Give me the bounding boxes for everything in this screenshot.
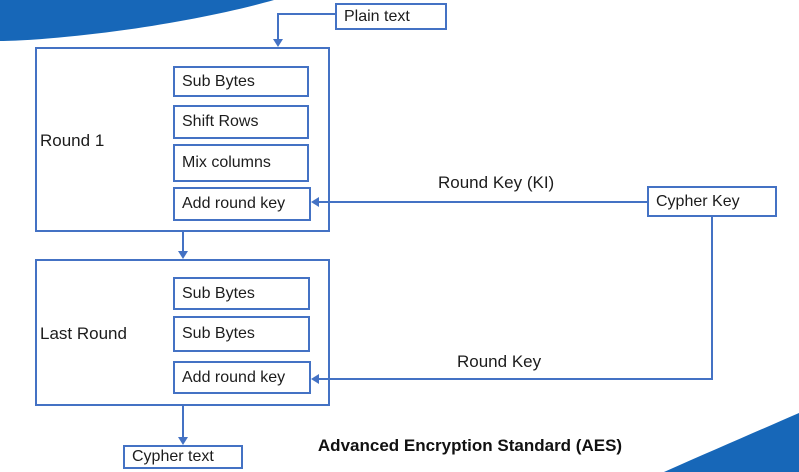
step-label: Sub Bytes xyxy=(182,325,255,342)
round-key-label: Round Key xyxy=(457,352,542,371)
diagram-title: Advanced Encryption Standard (AES) xyxy=(317,436,623,455)
lastround-to-cyphertext-connector xyxy=(182,406,184,438)
lastround-step-sub-bytes-2: Sub Bytes xyxy=(173,316,310,352)
round1-label: Round 1 xyxy=(40,131,105,150)
arrowhead-into-lastround-icon xyxy=(178,251,188,259)
cypher-text-box: Cypher text xyxy=(123,445,243,469)
last-round-label: Last Round xyxy=(40,324,127,343)
step-label: Add round key xyxy=(182,195,286,212)
plain-text-label: Plain text xyxy=(344,7,410,25)
roundkey-connector xyxy=(318,378,713,380)
lastround-step-sub-bytes-1: Sub Bytes xyxy=(173,277,310,310)
last-round-box xyxy=(35,259,330,406)
plain-text-connector-h xyxy=(277,13,335,15)
round1-to-lastround-connector xyxy=(182,232,184,253)
arrowhead-into-cyphertext-icon xyxy=(178,437,188,445)
roundkey-ki-connector xyxy=(318,201,647,203)
plain-text-connector-v xyxy=(277,13,279,40)
step-label: Sub Bytes xyxy=(182,72,255,90)
cypher-key-box: Cypher Key xyxy=(647,186,777,217)
arrowhead-into-round1-icon xyxy=(273,39,283,47)
cypher-key-label: Cypher Key xyxy=(656,192,740,210)
round1-step-sub-bytes: Sub Bytes xyxy=(173,66,309,97)
round-key-ki-label: Round Key (KI) xyxy=(438,173,555,192)
lastround-step-add-round-key: Add round key xyxy=(173,361,311,394)
step-label: Add round key xyxy=(182,368,286,386)
arrowhead-into-round1-addkey-icon xyxy=(311,197,319,207)
round1-step-shift-rows: Shift Rows xyxy=(173,105,309,139)
wave-bottom-right xyxy=(664,413,799,472)
cypher-text-label: Cypher text xyxy=(132,448,214,465)
step-label: Sub Bytes xyxy=(182,284,255,302)
round1-step-add-round-key: Add round key xyxy=(173,187,311,221)
arrowhead-into-lastround-addkey-icon xyxy=(311,374,319,384)
step-label: Mix columns xyxy=(182,154,271,171)
wave-top-left xyxy=(0,0,274,41)
plain-text-box: Plain text xyxy=(335,3,447,30)
step-label: Shift Rows xyxy=(182,113,259,130)
round1-step-mix-columns: Mix columns xyxy=(173,144,309,182)
cypherkey-down-connector xyxy=(711,217,713,380)
round1-box xyxy=(35,47,330,232)
